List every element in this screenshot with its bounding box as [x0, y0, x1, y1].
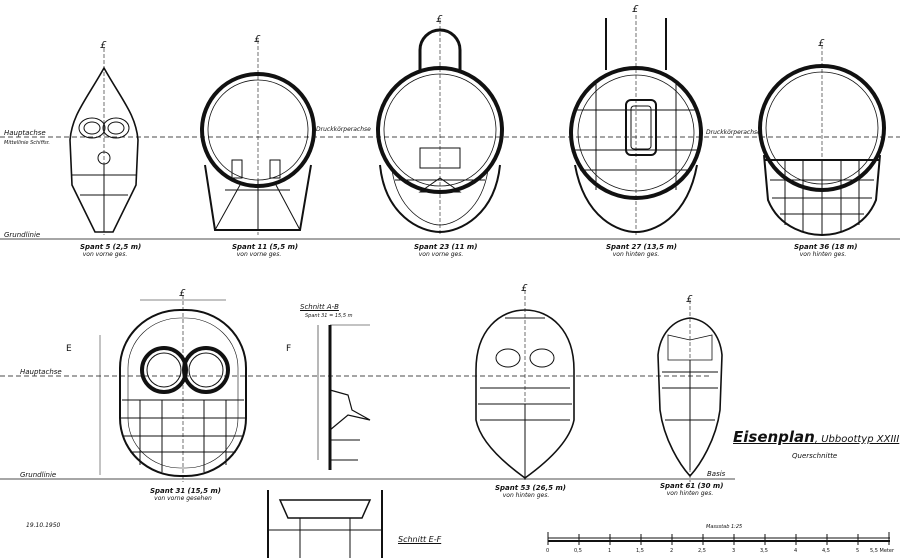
frame-27-drawing — [569, 15, 703, 235]
baseline-label-top: Grundlinie — [4, 231, 41, 239]
centerline-symbol: £ — [521, 283, 528, 294]
frame-label-61: Spant 61 (30 m) von hinten ges. — [660, 482, 724, 497]
pressure-hull-label-1: Druckkörperachse — [316, 126, 371, 133]
basis-label: Basis — [707, 470, 726, 478]
centerline-symbol: £ — [632, 4, 639, 15]
centerline-symbol: £ — [818, 38, 825, 49]
scale-tick: 0 — [546, 548, 550, 554]
scale-tick: 5 — [856, 548, 860, 554]
section-ab-note: Spant 31 = 15,5 m — [305, 313, 353, 319]
marker-e: E — [66, 344, 72, 354]
section-ab-label: Schnitt A-B — [300, 303, 339, 311]
centerline-symbol: £ — [686, 294, 693, 305]
main-axis-label-top: Hauptachse — [4, 129, 46, 137]
frame-label-23: Spant 23 (11 m) von vorne ges. — [414, 243, 478, 258]
centerline-symbol: £ — [100, 40, 107, 51]
scale-tick: 4 — [794, 548, 798, 554]
centerline-symbol: £ — [254, 34, 261, 45]
scale-tick: 2,5 — [698, 548, 706, 554]
frame-label-27: Spant 27 (13,5 m) von hinten ges. — [606, 243, 677, 258]
section-ef-drawing — [267, 490, 383, 558]
centerline-symbol: £ — [436, 14, 443, 25]
frame-label-53: Spant 53 (26,5 m) von hinten ges. — [495, 484, 566, 499]
frame-36-drawing — [758, 45, 886, 237]
frame-label-36: Spant 36 (18 m) von hinten ges. — [794, 243, 858, 258]
pressure-hull-label-2: Druckkörperachse — [706, 129, 761, 136]
frame-53-drawing — [475, 290, 575, 482]
scale-label: Massstab 1:25 — [706, 524, 743, 530]
scale-tick: 0,5 — [574, 548, 582, 554]
baseline-label-bottom: Grundlinie — [20, 471, 57, 479]
drawing-subtitle: Querschnitte — [792, 452, 838, 460]
marker-f: F — [286, 344, 292, 354]
frame-61-drawing — [657, 300, 723, 482]
scale-tick: 4,5 — [822, 548, 830, 554]
frame-23-drawing — [376, 20, 504, 235]
drawing-date: 19.10.1950 — [26, 522, 61, 529]
section-ab-drawing — [317, 324, 371, 470]
scale-tick: 2 — [670, 548, 674, 554]
scale-bar — [547, 532, 890, 545]
scale-tick: 1,5 — [636, 548, 644, 554]
section-ef-label: Schnitt E-F — [398, 535, 442, 544]
frame-5-drawing — [69, 48, 139, 235]
scale-tick: 3 — [732, 548, 736, 554]
frame-label-11: Spant 11 (5,5 m) von vorne ges. — [232, 243, 299, 258]
centerline-symbol: £ — [179, 288, 186, 299]
centerline-label-top: Mittellinie Schiffsr. — [4, 140, 50, 146]
scale-tick: 5,5 Meter — [870, 548, 895, 554]
frame-label-5: Spant 5 (2,5 m) von vorne ges. — [80, 243, 142, 258]
frame-label-31: Spant 31 (15,5 m) von vorne gesehen — [150, 487, 221, 502]
frame-11-drawing — [200, 40, 316, 235]
main-axis-label-bottom: Hauptachse — [20, 368, 62, 376]
scale-tick: 1 — [608, 548, 612, 554]
drawing-title: Eisenplan, Ubboottyp XXIII — [733, 428, 900, 446]
frame-31-drawing — [99, 295, 247, 482]
scale-tick: 3,5 — [760, 548, 768, 554]
